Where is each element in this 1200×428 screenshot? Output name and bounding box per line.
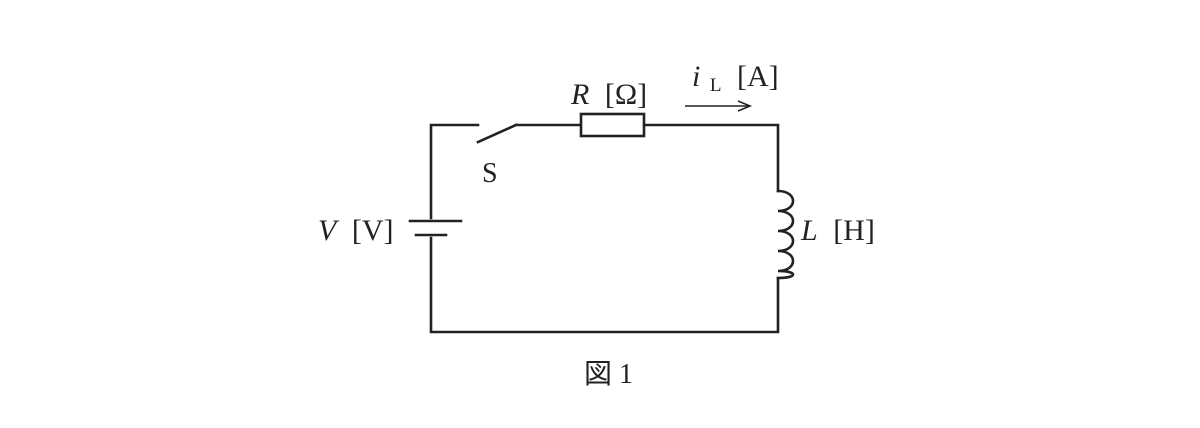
inductor-label: L [H] xyxy=(800,214,875,247)
source-symbol: V xyxy=(318,214,340,247)
resistor-symbol: R xyxy=(570,78,589,111)
resistor-label: R [Ω] xyxy=(570,78,647,111)
source-label: V [V] xyxy=(318,214,393,247)
switch-blade xyxy=(476,123,518,144)
switch-label: S xyxy=(482,158,498,189)
resistor-unit: [Ω] xyxy=(605,78,647,111)
inductor-symbol: L xyxy=(800,214,818,247)
figure-caption: 図 1 xyxy=(584,359,633,390)
current-subscript: L xyxy=(710,75,722,96)
wire-top-right xyxy=(642,123,780,193)
wire-bottom xyxy=(429,236,780,334)
resistor xyxy=(579,112,646,138)
source-unit: [V] xyxy=(352,214,394,247)
current-unit: [A] xyxy=(737,60,779,93)
current-arrow-head xyxy=(737,100,753,112)
inductor-unit: [H] xyxy=(833,214,875,247)
inductor-coil xyxy=(776,189,795,280)
current-label: i L [A] xyxy=(692,60,779,98)
wire-left-top xyxy=(429,123,480,220)
current-symbol: i xyxy=(692,60,700,93)
